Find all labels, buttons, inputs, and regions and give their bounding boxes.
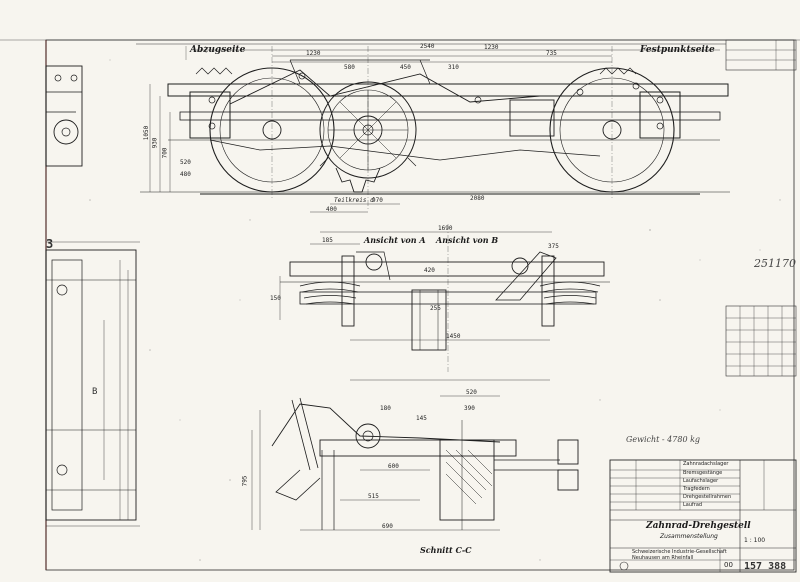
- axle-end-views: [279, 224, 610, 381]
- bogie-side-elevation: [140, 46, 730, 213]
- drawing-index: 00: [724, 561, 733, 569]
- dim-top-2: 1230: [484, 44, 499, 51]
- dim-top-1: 2540: [420, 43, 435, 50]
- dim-mid-6: 255: [430, 305, 441, 312]
- dim-mid-7: 150: [270, 295, 281, 302]
- dim-side-3: 700: [161, 147, 169, 159]
- scale: 1 : 100: [744, 537, 766, 544]
- dim-top-4: 735: [546, 50, 557, 57]
- dim-low-4: 690: [382, 523, 393, 530]
- drawing-number: 157 388: [744, 561, 787, 572]
- dim-side-1: 1050: [143, 125, 151, 141]
- scan-noise: [89, 59, 781, 561]
- dim-top-5: 580: [344, 64, 355, 71]
- drawing-title: Zahnrad-Drehgestell: [646, 521, 751, 531]
- dim-mid-1: 1690: [438, 225, 453, 232]
- dim-mid-2: 1450: [446, 333, 461, 340]
- dim-low-2: 600: [388, 463, 399, 470]
- dim-top-7: 310: [448, 64, 459, 71]
- dim-side-2: 930: [151, 137, 159, 149]
- manufacturer-line2: Neuhausen am Rheinfall: [632, 555, 694, 561]
- dim-side-4: 520: [180, 159, 191, 166]
- dim-low-1: 520: [466, 389, 477, 396]
- dim-mid-5: 375: [548, 243, 559, 250]
- dim-bottom-3: 2080: [470, 195, 485, 202]
- view-label-abzugseite: Abzugseite: [190, 45, 246, 55]
- view-label-ansicht-a: Ansicht von A: [364, 235, 426, 245]
- dim-low-3: 515: [368, 493, 379, 500]
- handwritten-weight: Gewicht - 4780 kg: [626, 435, 701, 444]
- left-partial-end-view: [45, 65, 140, 527]
- parts-row-4: Tragfedern: [683, 486, 710, 492]
- dim-bottom-2: 970: [372, 197, 383, 204]
- title-block: [609, 459, 797, 573]
- pitch-note: Teilkreis d: [334, 197, 374, 204]
- dim-bottom-1: 400: [326, 206, 337, 213]
- dim-mid-3: 420: [424, 267, 435, 274]
- dim-mid-4: 185: [322, 237, 333, 244]
- drawing-subtitle: Zusammenstellung: [660, 533, 718, 540]
- parts-row-5: Drehgestellrahmen: [683, 494, 732, 500]
- parts-row-6: Laufrad: [683, 502, 703, 508]
- parts-row-3: Laufachslager: [683, 478, 719, 484]
- dim-low-7: 180: [380, 405, 391, 412]
- section-c-c: [251, 395, 579, 531]
- parts-row-1: Zahnradachslager: [683, 461, 729, 467]
- view-label-festpunktseite: Festpunktseite: [640, 45, 715, 55]
- dim-side-5: 480: [180, 171, 191, 178]
- dim-low-6: 390: [464, 405, 475, 412]
- handwritten-number: 251170: [754, 257, 796, 270]
- dim-low-5: 795: [241, 475, 249, 487]
- dim-top-6: 450: [400, 64, 411, 71]
- view-label-ansicht-b: Ansicht von B: [436, 235, 499, 245]
- dim-top-3: 1230: [306, 50, 321, 57]
- parts-row-2: Bremsgestänge: [683, 470, 723, 476]
- manufacturer: Schweizerische Industrie-Gesellschaft: [632, 549, 727, 555]
- marker-b: B: [92, 387, 98, 397]
- revision-table-top: [725, 39, 797, 71]
- view-label-schnitt: Schnitt C-C: [420, 545, 472, 555]
- revision-table-right: [725, 305, 797, 377]
- dim-low-8: 145: [416, 415, 427, 422]
- section-mark: 3: [46, 237, 54, 251]
